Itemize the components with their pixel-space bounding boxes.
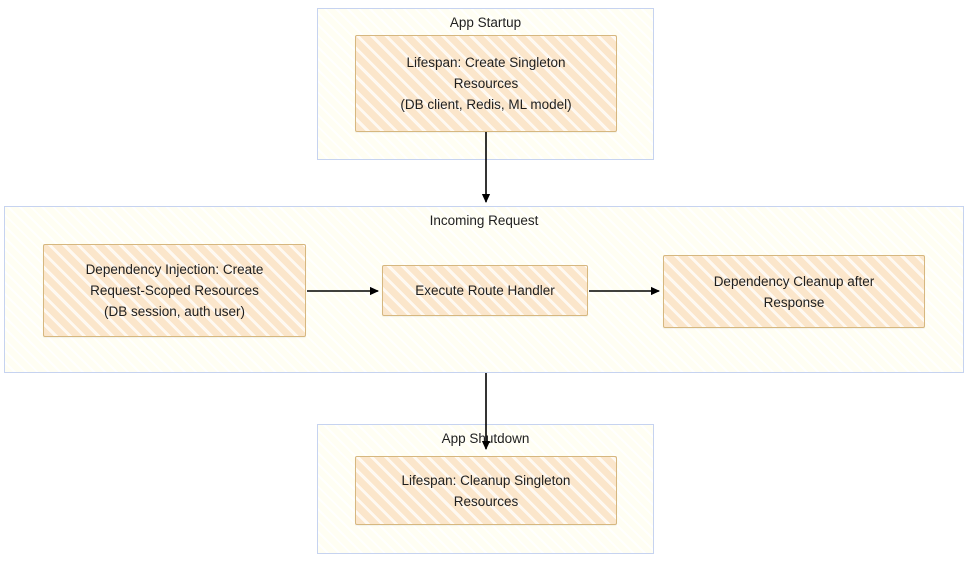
node-dependency-cleanup-after-response[interactable]: Dependency Cleanup after Response <box>663 255 925 328</box>
node-label: Lifespan: Create Singleton Resources (DB… <box>400 55 572 112</box>
group-title-incoming-request: Incoming Request <box>429 213 539 228</box>
node-label: Dependency Cleanup after Response <box>713 273 875 310</box>
node-label: Dependency Injection: Create Request-Sco… <box>85 262 264 319</box>
group-title-app-shutdown: App Shutdown <box>441 431 530 446</box>
node-execute-route-handler[interactable]: Execute Route Handler <box>382 265 588 316</box>
group-title-app-startup: App Startup <box>449 15 522 30</box>
node-lifespan-cleanup-singleton-resources[interactable]: Lifespan: Cleanup Singleton Resources <box>355 456 617 525</box>
node-label: Execute Route Handler <box>415 283 555 298</box>
node-dependency-injection-create-request-scoped-resources[interactable]: Dependency Injection: Create Request-Sco… <box>43 244 306 337</box>
node-label: Lifespan: Cleanup Singleton Resources <box>401 472 571 509</box>
node-lifespan-create-singleton-resources[interactable]: Lifespan: Create Singleton Resources (DB… <box>355 35 617 132</box>
